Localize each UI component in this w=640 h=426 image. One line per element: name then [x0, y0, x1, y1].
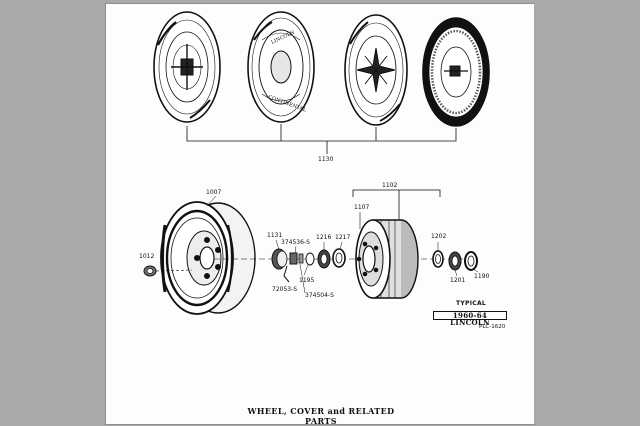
callout-1202: 1202 [431, 233, 447, 240]
outer-bearing-1216 [317, 249, 331, 269]
callout-1131: 1131 [267, 232, 283, 239]
callout-1007: 1007 [206, 189, 222, 196]
grease-seal-1190 [464, 251, 478, 271]
inner-bearing-cup-1202 [432, 250, 444, 268]
hub-and-drum-1102 [355, 219, 419, 299]
callout-1201: 1201 [450, 277, 466, 284]
page-caption: WHEEL, COVER and RELATED PARTS [247, 406, 395, 426]
grease-cap-1131 [271, 248, 288, 270]
callout-1190: 1190 [474, 273, 490, 280]
callout-1102: 1102 [382, 182, 398, 189]
callout-1217: 1217 [335, 234, 351, 241]
hub-cap-style-2: LINCOLN CONTINENTAL [247, 11, 315, 123]
callout-1195: 1195 [299, 277, 315, 284]
hub-cap-style-3 [344, 14, 408, 126]
callout-1107: 1107 [354, 204, 370, 211]
callout-72053-s: 72053-S [272, 286, 298, 293]
callout-374504-s: 374504-S [305, 292, 334, 299]
bearing-cup-1217 [332, 248, 346, 268]
lug-nut-1012 [143, 265, 193, 277]
spindle-nut-parts [283, 252, 315, 283]
callout-1012: 1012 [139, 253, 155, 260]
hub-cap-style-1 [153, 11, 221, 123]
typical-label: TYPICAL [456, 300, 487, 307]
wheel-1007 [160, 201, 256, 315]
callout-374536-s: 374536-S [281, 239, 310, 246]
hub-cap-style-4 [422, 17, 490, 127]
plate-code: PLC-1620 [479, 324, 506, 330]
callout-1216: 1216 [316, 234, 332, 241]
inner-bearing-1201 [448, 251, 462, 271]
model-year-label: 1960-64 LINCOLN [433, 311, 507, 326]
callout-1130: 1130 [318, 156, 334, 163]
viewer-background-right [534, 0, 640, 424]
